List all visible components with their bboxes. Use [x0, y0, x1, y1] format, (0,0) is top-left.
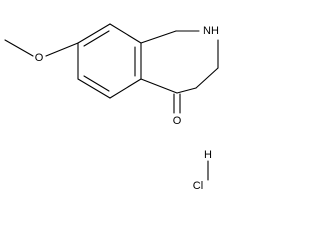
- hydrogen-label: H: [204, 149, 212, 161]
- aromatic-double-bond: [83, 75, 110, 92]
- chlorine-label: Cl: [193, 180, 203, 192]
- ring-bond: [77, 78, 111, 99]
- ring-bond: [109, 23, 142, 44]
- benzene-ring: [77, 23, 142, 99]
- ring-bond: [176, 87, 197, 94]
- aryl-ether-bond: [45, 42, 79, 57]
- methyl-ether-bond: [4, 39, 34, 57]
- azepine-ring: [140, 30, 219, 94]
- ketone-oxygen-label: O: [173, 115, 182, 127]
- ring-bond: [140, 78, 178, 94]
- ring-bond: [140, 30, 177, 44]
- ketone-group: [173, 93, 181, 114]
- ring-bond: [77, 23, 111, 44]
- ring-bond: [195, 67, 219, 89]
- nitrogen-label: NH: [203, 25, 219, 37]
- ether-oxygen-label: O: [35, 52, 44, 64]
- methoxy-group: [4, 39, 79, 57]
- aromatic-double-bond: [83, 30, 110, 47]
- chemical-structure-diagram: NH O O H Cl: [4, 23, 219, 192]
- ring-bond: [109, 78, 142, 99]
